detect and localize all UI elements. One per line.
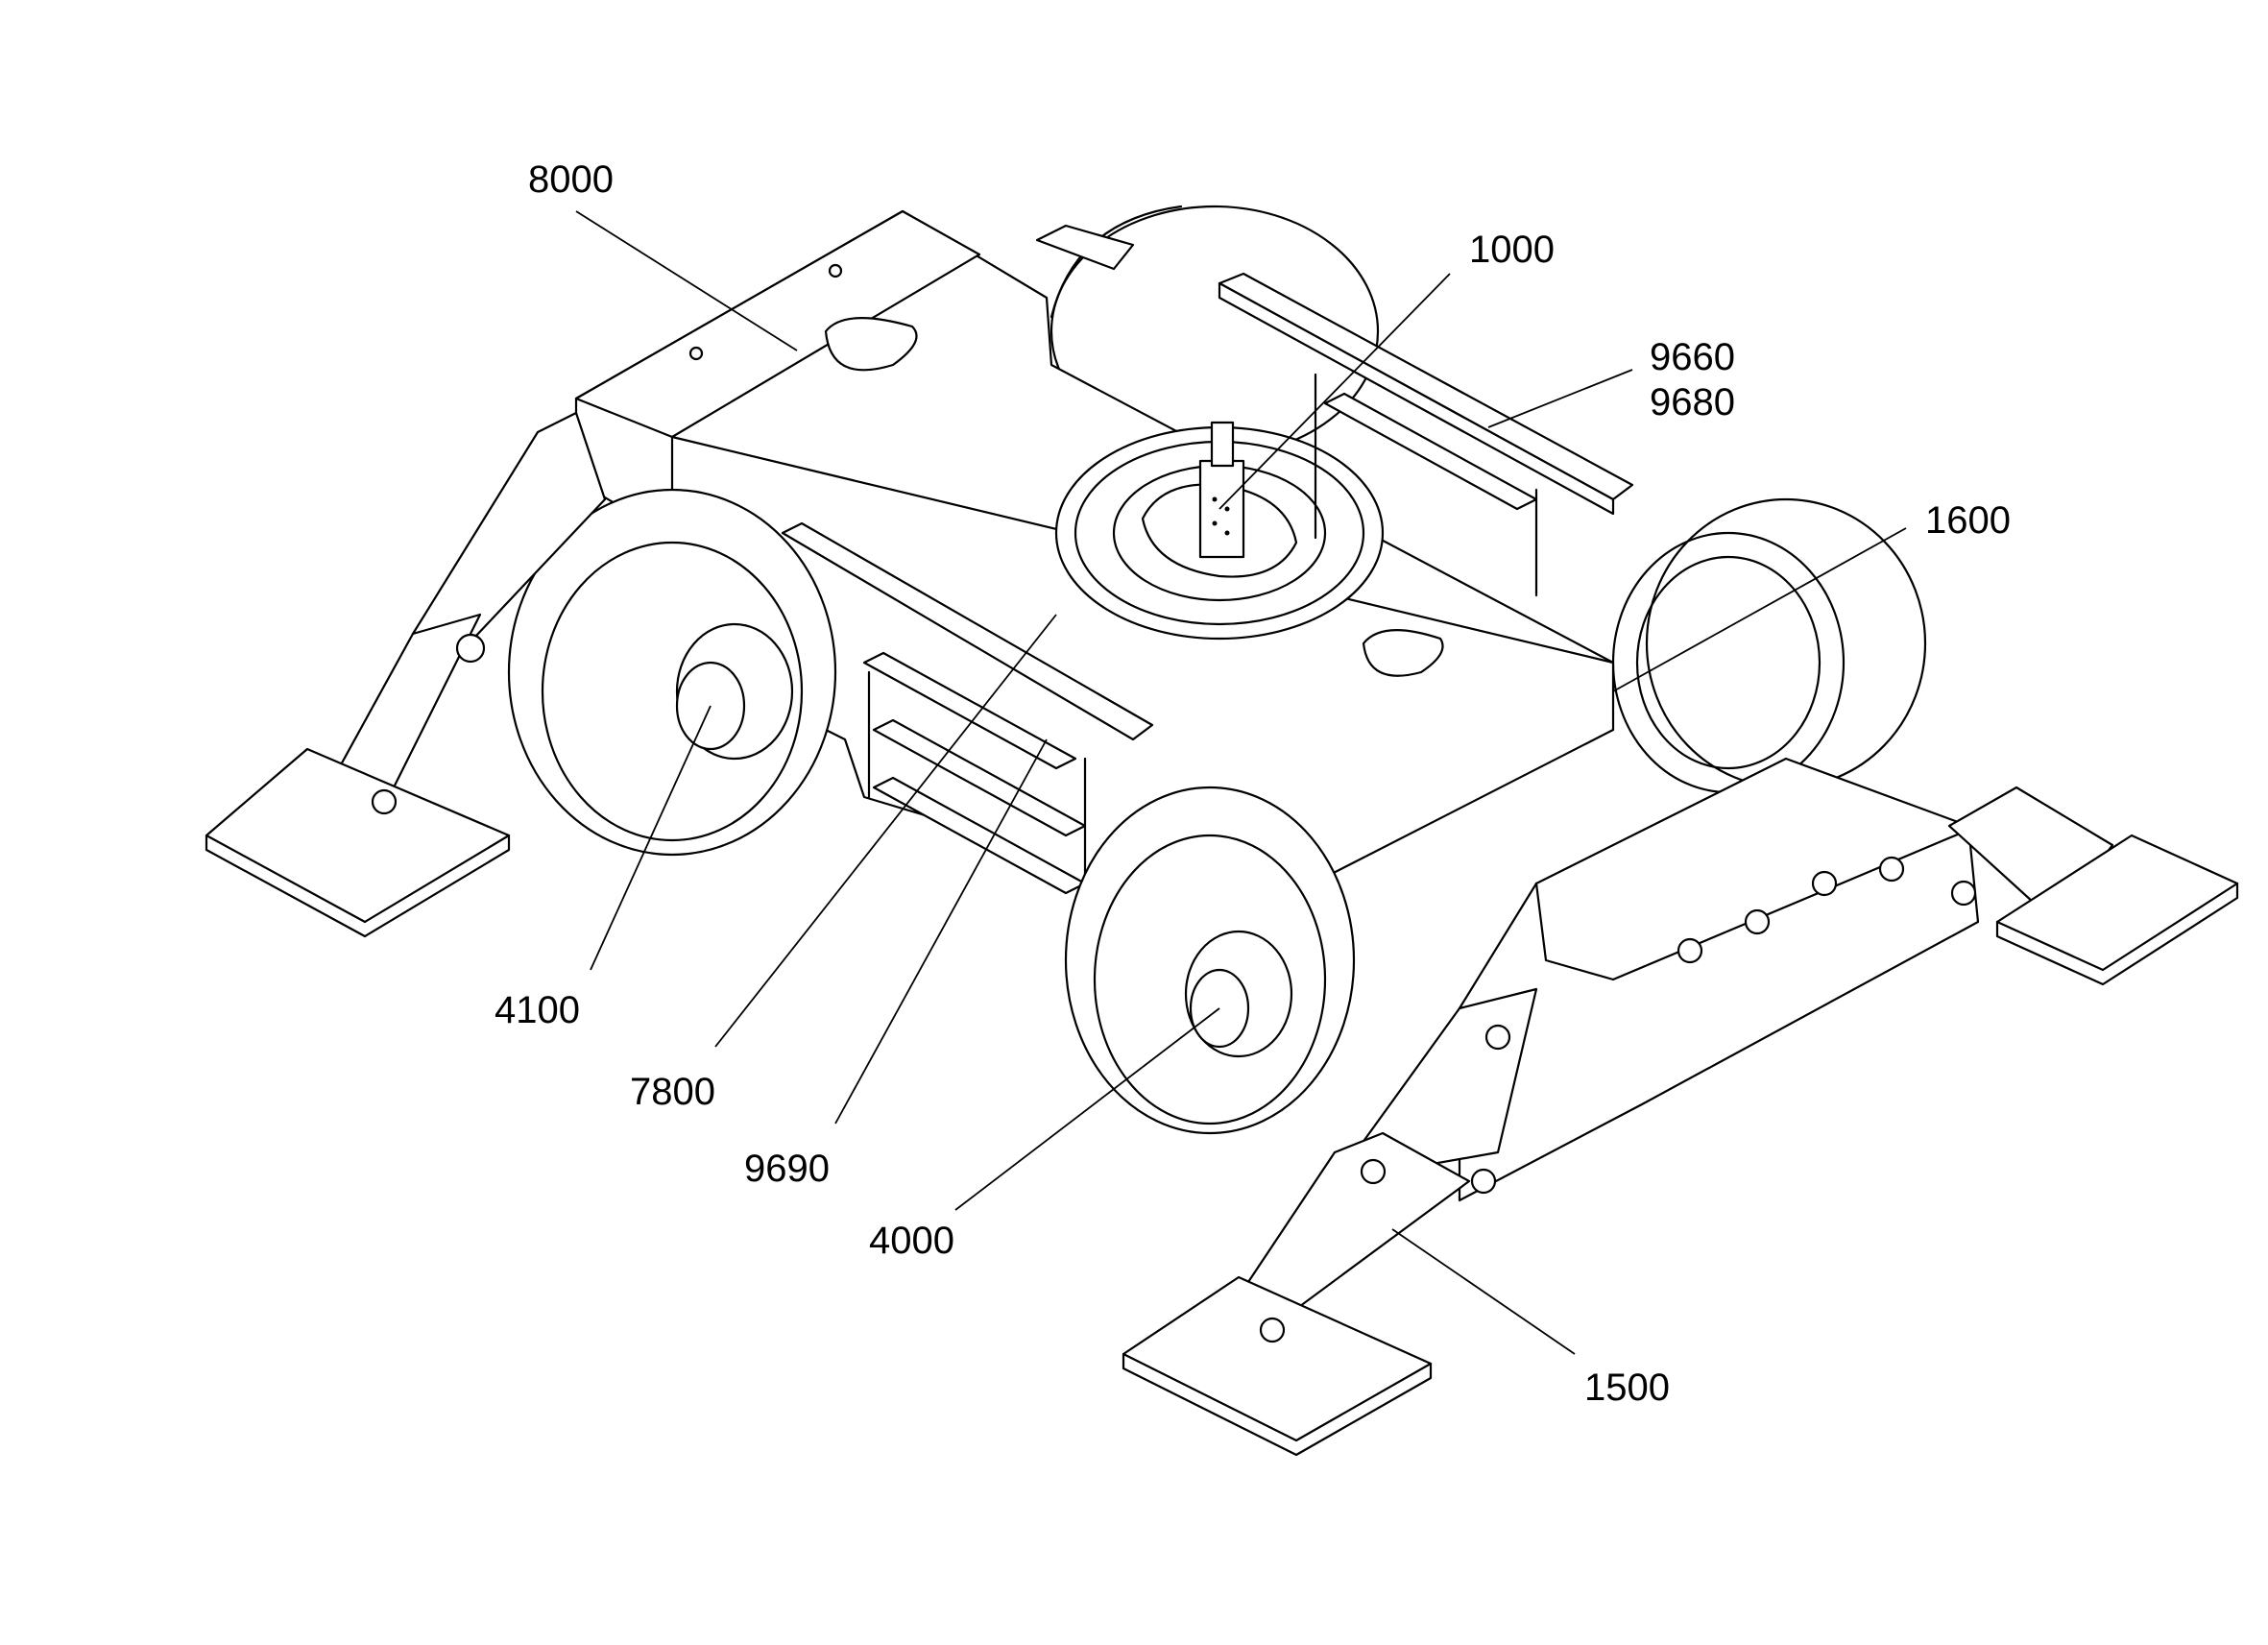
wheel-4100 <box>507 488 837 857</box>
wheel-4000 <box>1064 786 1356 1135</box>
leader-4000 <box>954 1007 1220 1211</box>
callout-9690: 9690 <box>744 1148 830 1190</box>
callout-1500: 1500 <box>1584 1367 1670 1409</box>
outrigger-left <box>205 411 607 938</box>
side-beam-1600 <box>1458 757 1980 1202</box>
callout-labels: 8000 1000 9660 9680 1600 4100 7800 9690 … <box>495 158 2011 1409</box>
callout-7800: 7800 <box>630 1071 715 1113</box>
leader-9660 <box>1487 369 1633 428</box>
leader-7800 <box>714 614 1057 1048</box>
callout-4100: 4100 <box>495 989 580 1031</box>
leader-1500 <box>1391 1228 1576 1355</box>
leader-1000 <box>1218 273 1451 510</box>
leader-1600 <box>1612 527 1907 692</box>
leader-8000 <box>575 210 798 351</box>
outrigger-1500 <box>1122 987 1538 1457</box>
callout-9680: 9680 <box>1650 381 1735 423</box>
slewing-ring <box>1054 421 1385 641</box>
rear-step-rail <box>1218 272 1634 597</box>
callout-4000: 4000 <box>869 1220 954 1262</box>
leader-9690 <box>834 738 1048 1125</box>
callout-9660: 9660 <box>1650 336 1735 378</box>
leader-lines <box>575 210 1907 1355</box>
side-steps <box>781 521 1154 895</box>
callout-1000: 1000 <box>1469 229 1555 271</box>
rear-wheel-back <box>1035 205 1380 458</box>
leader-4100 <box>590 705 712 971</box>
outrigger-right <box>1947 786 2239 986</box>
callout-1600: 1600 <box>1925 499 2011 542</box>
callout-8000: 8000 <box>528 158 614 201</box>
